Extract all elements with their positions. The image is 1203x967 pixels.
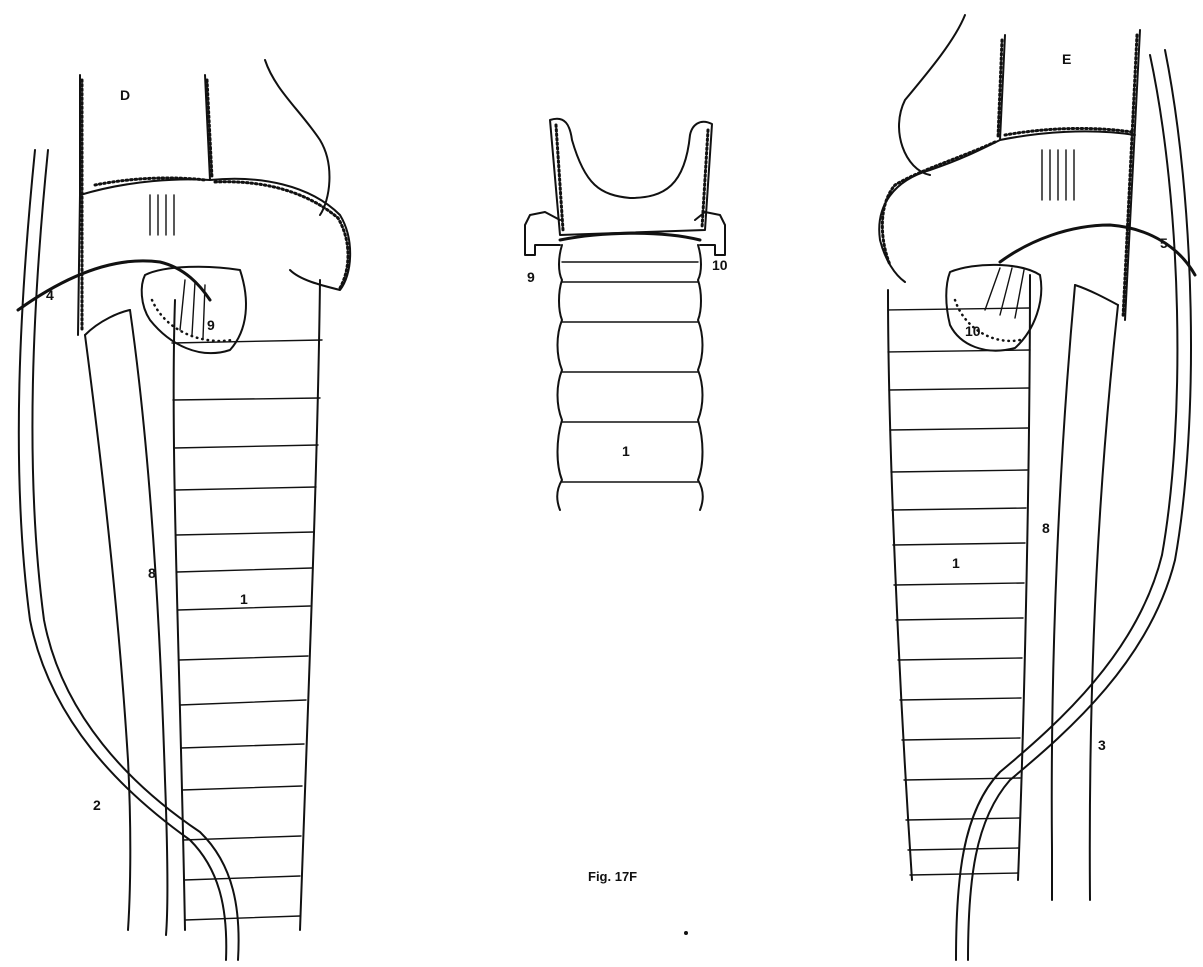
- center-trachea: [557, 245, 703, 510]
- panel-center: 9 10 1: [525, 119, 728, 510]
- left-esophagus-inner: [130, 310, 167, 935]
- figure-caption: Fig. 17F: [588, 869, 637, 884]
- right-panel-letter: E: [1062, 51, 1071, 67]
- center-trachea-rings: [562, 262, 698, 482]
- left-larynx-hatch: [82, 80, 348, 330]
- left-larynx-outline: [78, 75, 350, 335]
- left-label-trachea: 1: [240, 591, 248, 607]
- right-trachea-wall-right: [1018, 275, 1030, 880]
- right-trachea: [888, 275, 1030, 880]
- left-panel-letter: D: [120, 87, 130, 103]
- center-tab-left: [525, 212, 560, 255]
- left-trachea-wall-right: [300, 280, 320, 930]
- center-label-trachea: 1: [622, 443, 630, 459]
- center-label-right: 10: [712, 257, 728, 273]
- right-esophagus-outer: [1052, 285, 1075, 900]
- panel-left: D 4 9 8 1 2: [18, 60, 350, 960]
- right-thyroid-curve: [899, 15, 965, 175]
- left-label-gland: 9: [207, 317, 215, 333]
- right-esophagus-inner: [1090, 305, 1118, 900]
- left-esophagus-outer: [85, 335, 130, 930]
- panel-right: E 5 10 8 1 3: [879, 15, 1195, 960]
- right-label-esophagus: 8: [1042, 520, 1050, 536]
- left-larynx-marks: [150, 195, 174, 235]
- right-label-vessel: 3: [1098, 737, 1106, 753]
- left-vessel-outer: [19, 150, 226, 960]
- right-vessel-inner: [956, 55, 1177, 960]
- right-larynx-marks: [1042, 150, 1074, 200]
- left-label-nerve: 4: [46, 287, 54, 303]
- left-esophagus-top: [85, 310, 130, 335]
- right-vessel-outer: [968, 50, 1191, 960]
- right-trachea-rings: [888, 308, 1030, 875]
- center-trachea-wall-left: [557, 245, 562, 510]
- right-gland-fibers: [985, 268, 1024, 318]
- left-label-esophagus: 8: [148, 565, 156, 581]
- center-larynx-hatch-left: [556, 125, 563, 230]
- right-label-nerve: 5: [1160, 235, 1168, 251]
- left-trachea-rings: [172, 340, 322, 920]
- right-esophagus-top: [1075, 285, 1118, 305]
- center-larynx: [550, 119, 712, 235]
- speck-dot: [684, 931, 688, 935]
- right-label-gland: 10: [965, 323, 981, 339]
- left-thyroid-curve: [265, 60, 329, 215]
- left-label-vessel: 2: [93, 797, 101, 813]
- right-label-trachea: 1: [952, 555, 960, 571]
- center-label-left: 9: [527, 269, 535, 285]
- center-trachea-wall-right: [698, 245, 703, 510]
